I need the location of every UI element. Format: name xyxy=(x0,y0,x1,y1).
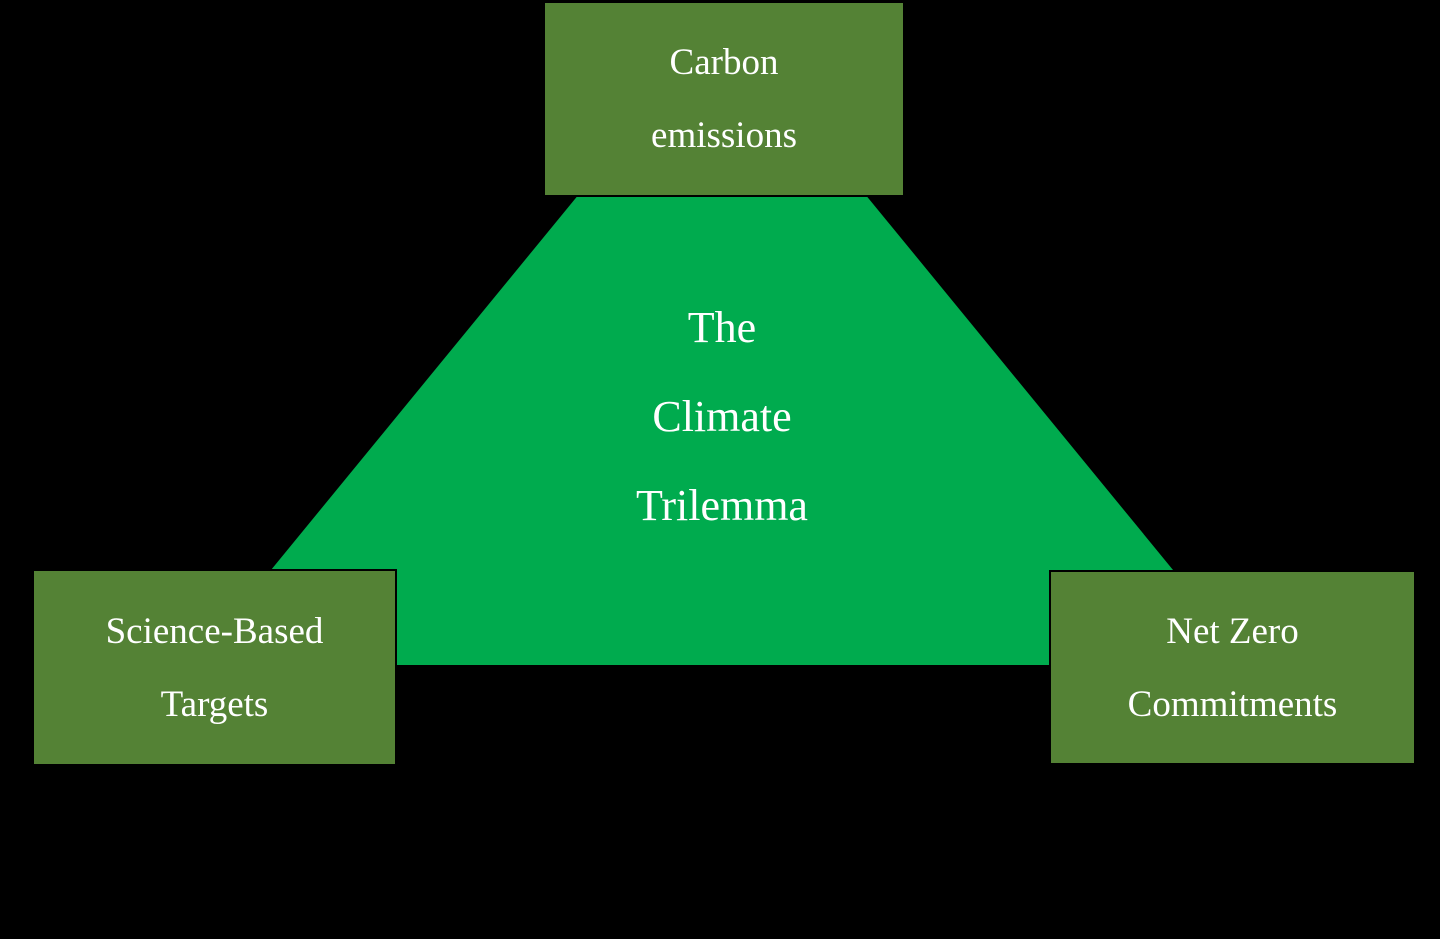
node-net-zero-commitments: Net Zero Commitments xyxy=(1049,570,1416,765)
node-carbon-emissions-line-2: emissions xyxy=(651,115,797,156)
node-net-zero-commitments-line-2: Commitments xyxy=(1127,683,1338,725)
triangle-title-line-1: The xyxy=(687,303,757,352)
node-carbon-emissions-line-1: Carbon xyxy=(669,42,779,83)
triangle-title: The Climate Trilemma xyxy=(472,283,972,550)
triangle-title-line-3: Trilemma xyxy=(636,481,808,530)
node-carbon-emissions: Carbon emissions xyxy=(543,1,905,197)
node-science-based-targets-line-2: Targets xyxy=(160,683,269,725)
node-net-zero-commitments-line-1: Net Zero xyxy=(1166,610,1299,652)
node-science-based-targets-line-1: Science-Based xyxy=(105,610,324,652)
triangle-shape xyxy=(188,16,1256,667)
triangle-title-line-2: Climate xyxy=(652,392,792,441)
node-science-based-targets: Science-Based Targets xyxy=(32,569,397,766)
